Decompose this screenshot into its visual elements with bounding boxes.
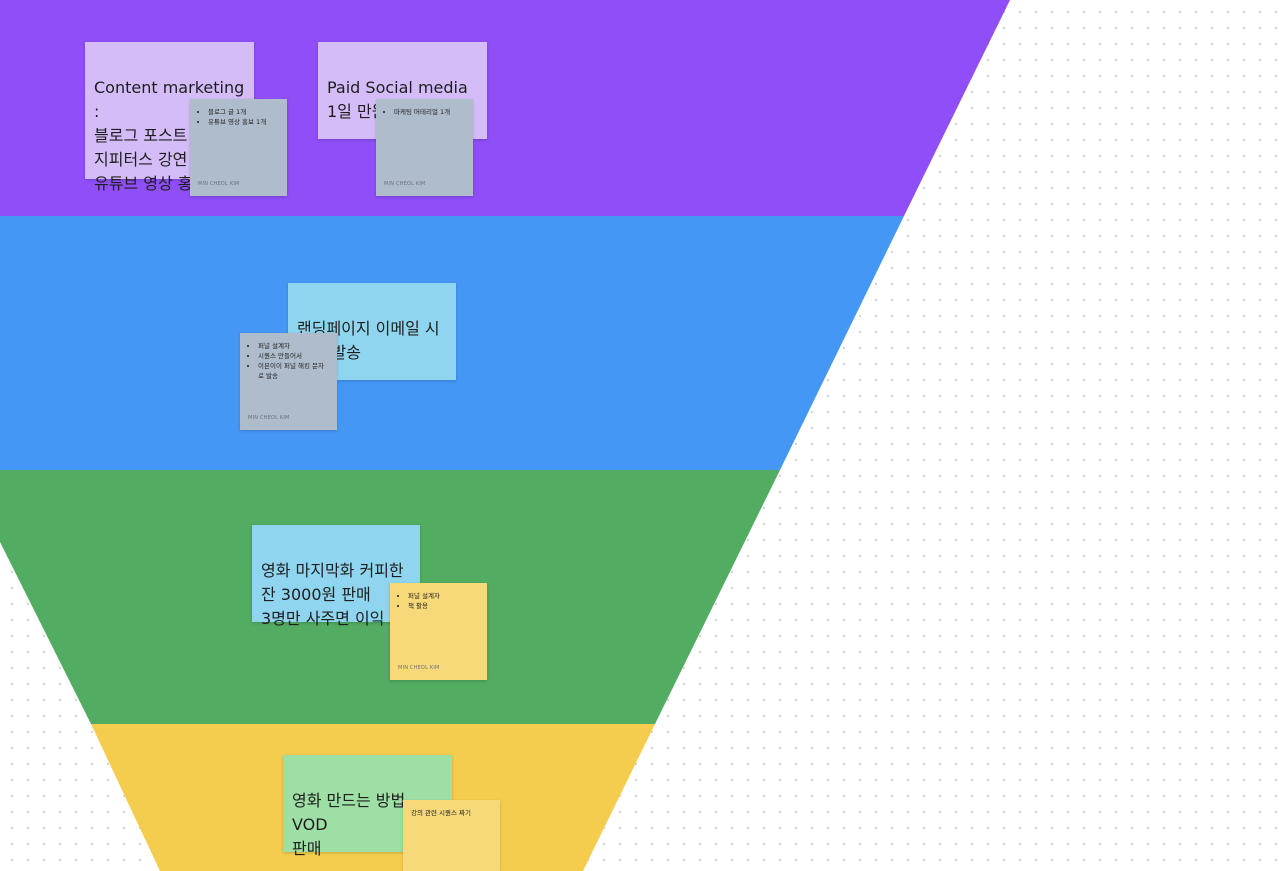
sticky-vod-sale-note-text: 강의 관련 시퀀스 짜기 — [411, 809, 472, 817]
sticky-landing-page-note[interactable]: 퍼널 설계자 시퀀스 만들어서 이븐이이 퍼널 해킹 문자로 발송 MIN CH… — [240, 333, 337, 430]
list-item: 이븐이이 퍼널 해킹 문자로 발송 — [258, 361, 329, 381]
sticky-author: MIN CHEOL KIM — [198, 181, 240, 187]
sticky-content-marketing-note[interactable]: 블로그 글 1개 유튜브 영상 홍보 1개 MIN CHEOL KIM — [190, 99, 287, 196]
coffee-offer-note-list: 퍼널 설계자 책 활용 — [398, 591, 479, 611]
list-item: 블로그 글 1개 — [208, 107, 279, 117]
sticky-content-marketing[interactable]: Content marketing : 블로그 포스트 지피터스 강연 유튜브 … — [85, 42, 254, 193]
sticky-vod-sale-text: 영화 만드는 방법 VOD 판매 — [292, 791, 406, 858]
list-item: 시퀀스 만들어서 — [258, 351, 329, 361]
sticky-paid-social-note[interactable]: 마케팅 머테리얼 1개 MIN CHEOL KIM — [376, 99, 473, 196]
content-marketing-note-list: 블로그 글 1개 유튜브 영상 홍보 1개 — [198, 107, 279, 127]
paid-social-note-list: 마케팅 머테리얼 1개 — [384, 107, 465, 117]
sticky-author: MIN CHEOL KIM — [384, 181, 426, 187]
sticky-content-marketing-text: Content marketing : 블로그 포스트 지피터스 강연 유튜브 … — [94, 78, 245, 193]
list-item: 책 활용 — [408, 601, 479, 611]
sticky-coffee-offer-text: 영화 마지막화 커피한 잔 3000원 판매 3명만 사주면 이익 — [261, 561, 404, 628]
list-item: 퍼널 설계자 — [258, 341, 329, 351]
sticky-vod-sale-note[interactable]: 강의 관련 시퀀스 짜기 — [403, 800, 500, 871]
sticky-coffee-offer-note[interactable]: 퍼널 설계자 책 활용 MIN CHEOL KIM — [390, 583, 487, 680]
list-item: 퍼널 설계자 — [408, 591, 479, 601]
sticky-author: MIN CHEOL KIM — [398, 665, 440, 671]
list-item: 마케팅 머테리얼 1개 — [394, 107, 465, 117]
sticky-author: MIN CHEOL KIM — [248, 415, 290, 421]
landing-page-note-list: 퍼널 설계자 시퀀스 만들어서 이븐이이 퍼널 해킹 문자로 발송 — [248, 341, 329, 381]
list-item: 유튜브 영상 홍보 1개 — [208, 117, 279, 127]
sticky-paid-social-text: Paid Social media 1일 만원 — [327, 78, 468, 121]
